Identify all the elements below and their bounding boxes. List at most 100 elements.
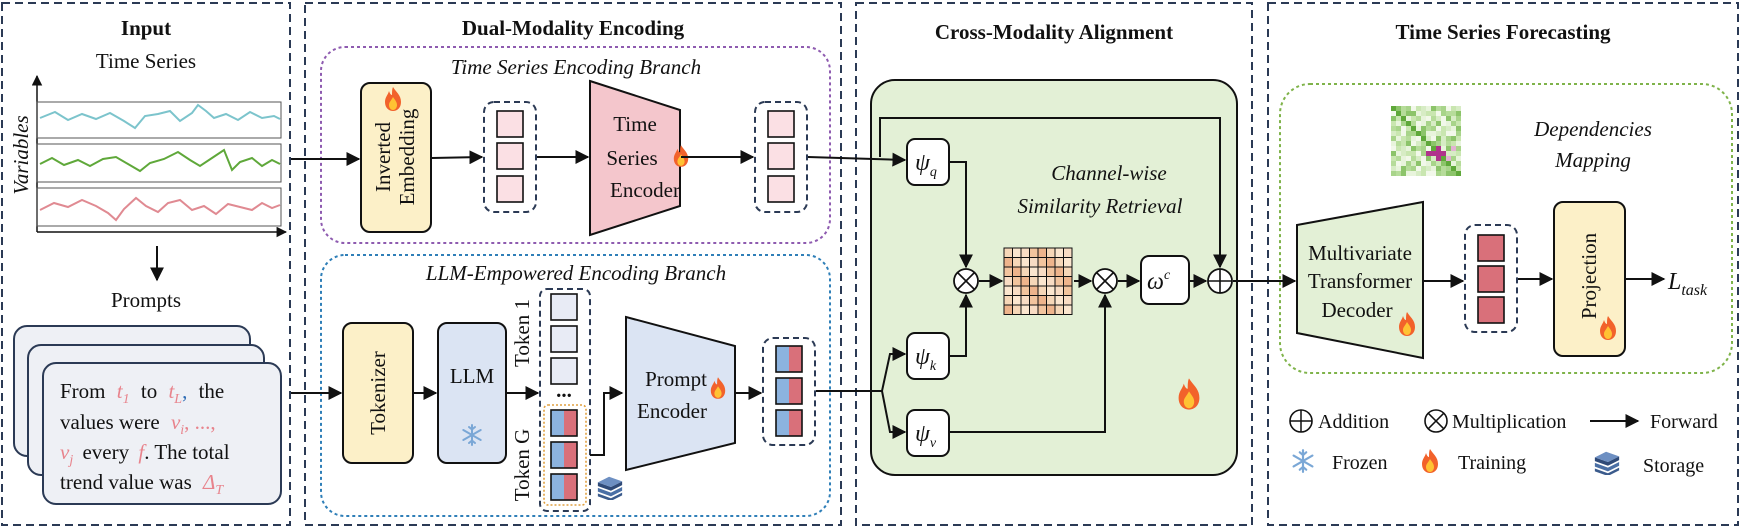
heatmap-cell [1451,151,1456,156]
legend-forward: Forward [1650,411,1718,433]
heatmap-cell [1421,121,1426,126]
heatmap-cell [1446,156,1451,161]
arrow [881,390,907,439]
heatmap-cell [1446,121,1451,126]
storage-icon [597,476,623,500]
similarity-cell [1054,304,1064,315]
similarity-cell [1054,257,1064,268]
heatmap-cell [1426,161,1431,166]
ts-encoded-token [767,175,795,203]
token-g-label: Token G [510,429,534,502]
heatmap-cell [1446,166,1451,171]
heatmap-cell [1406,126,1411,131]
similarity-cell [1046,304,1056,315]
prompt-encoder-label-1: Prompt [645,367,707,391]
heatmap-cell [1416,111,1421,116]
ts-encoded-token [767,110,795,138]
heatmap-cell [1456,161,1461,166]
input-section: Time Series Variables Prompts From t1 to… [9,49,288,505]
heatmap-cell [1426,116,1431,121]
similarity-cell [1054,266,1064,277]
omega-c-label: ωc [1147,268,1171,295]
time-series-encoder-block [589,79,681,237]
prompt-embedding-token [775,409,803,437]
snowflake-icon [1292,449,1314,473]
heatmap-cell [1431,111,1436,116]
heatmap-cell [1436,126,1441,131]
heatmap-cell [1446,106,1451,111]
heatmap-cell [1396,171,1401,176]
heatmap-cell [1406,141,1411,146]
omega-c-block[interactable] [1140,255,1190,305]
heatmap-cell [1401,126,1406,131]
projection-block [1553,201,1626,357]
llm-token [550,293,578,321]
heatmap-cell [1446,146,1451,151]
heatmap-cell [1406,146,1411,151]
heatmap-cell [1451,136,1456,141]
heatmap-cell [1406,171,1411,176]
ts-branch-border [320,46,831,244]
similarity-cell [1063,304,1073,315]
psi-v-block[interactable] [906,409,950,457]
similarity-cell [1037,285,1047,296]
heatmap-cell [1431,136,1436,141]
similarity-cell [1046,295,1056,306]
heatmap-cell [1416,156,1421,161]
heatmap-cell [1411,146,1416,151]
heatmap-cell [1396,166,1401,171]
heatmap-cell [1456,136,1461,141]
heatmap-cell [1401,166,1406,171]
inverted-embedding-label-2: Embedding [395,108,419,205]
last-token-highlight [543,404,587,506]
series-line-2 [39,148,281,173]
series-panel-3 [36,187,282,227]
heatmap-cell [1411,166,1416,171]
heatmap-cell [1396,126,1401,131]
arrow [950,161,973,269]
heatmap-cell [1401,111,1406,116]
similarity-cell [1003,266,1013,277]
heatmap-cell [1426,146,1431,151]
heatmap-cell [1396,146,1401,151]
storage-icon [1594,451,1620,475]
similarity-cell [1063,257,1073,268]
decoder-output-token [1477,296,1505,324]
heatmap-cell [1411,161,1416,166]
heatmap-cell [1441,121,1446,126]
heatmap-cell [1391,136,1396,141]
heatmap-cell [1391,106,1396,111]
heatmap-cell [1446,131,1451,136]
psi-q-block[interactable] [906,138,950,186]
heatmap-cell [1456,146,1461,151]
similarity-cell [1003,276,1013,287]
variables-label: Variables [9,115,33,194]
heatmap-cell [1431,116,1436,121]
dependencies-label-1: Dependencies [1533,117,1652,141]
heatmap-cell [1401,146,1406,151]
retrieval-label-2: Similarity Retrieval [1017,194,1182,218]
heatmap-cell [1396,161,1401,166]
similarity-cell [1063,285,1073,296]
ts-encoding-branch: Time Series Encoding Branch Inverted Emb… [291,46,831,244]
llm-mixed-token [550,441,578,469]
heatmap-cell [1416,131,1421,136]
heatmap-cell [1436,161,1441,166]
heatmap-cell [1416,116,1421,121]
heatmap-cell [1456,166,1461,171]
prompt-embedding-token [775,377,803,405]
prompt-embedding-token [775,345,803,373]
psi-k-block[interactable] [906,332,950,380]
heatmap-cell [1451,146,1456,151]
heatmap-cell [1426,106,1431,111]
heatmap-cell [1416,161,1421,166]
heatmap-cell [1421,131,1426,136]
heatmap-cell [1446,126,1451,131]
forecasting-title: Time Series Forecasting [1395,20,1611,44]
similarity-cell [1012,285,1022,296]
heatmap-cell [1441,116,1446,121]
heatmap-cell [1441,171,1446,176]
heatmap-cell [1441,141,1446,146]
ts-encoder-label-1: Time [613,112,657,136]
similarity-cell [1046,257,1056,268]
